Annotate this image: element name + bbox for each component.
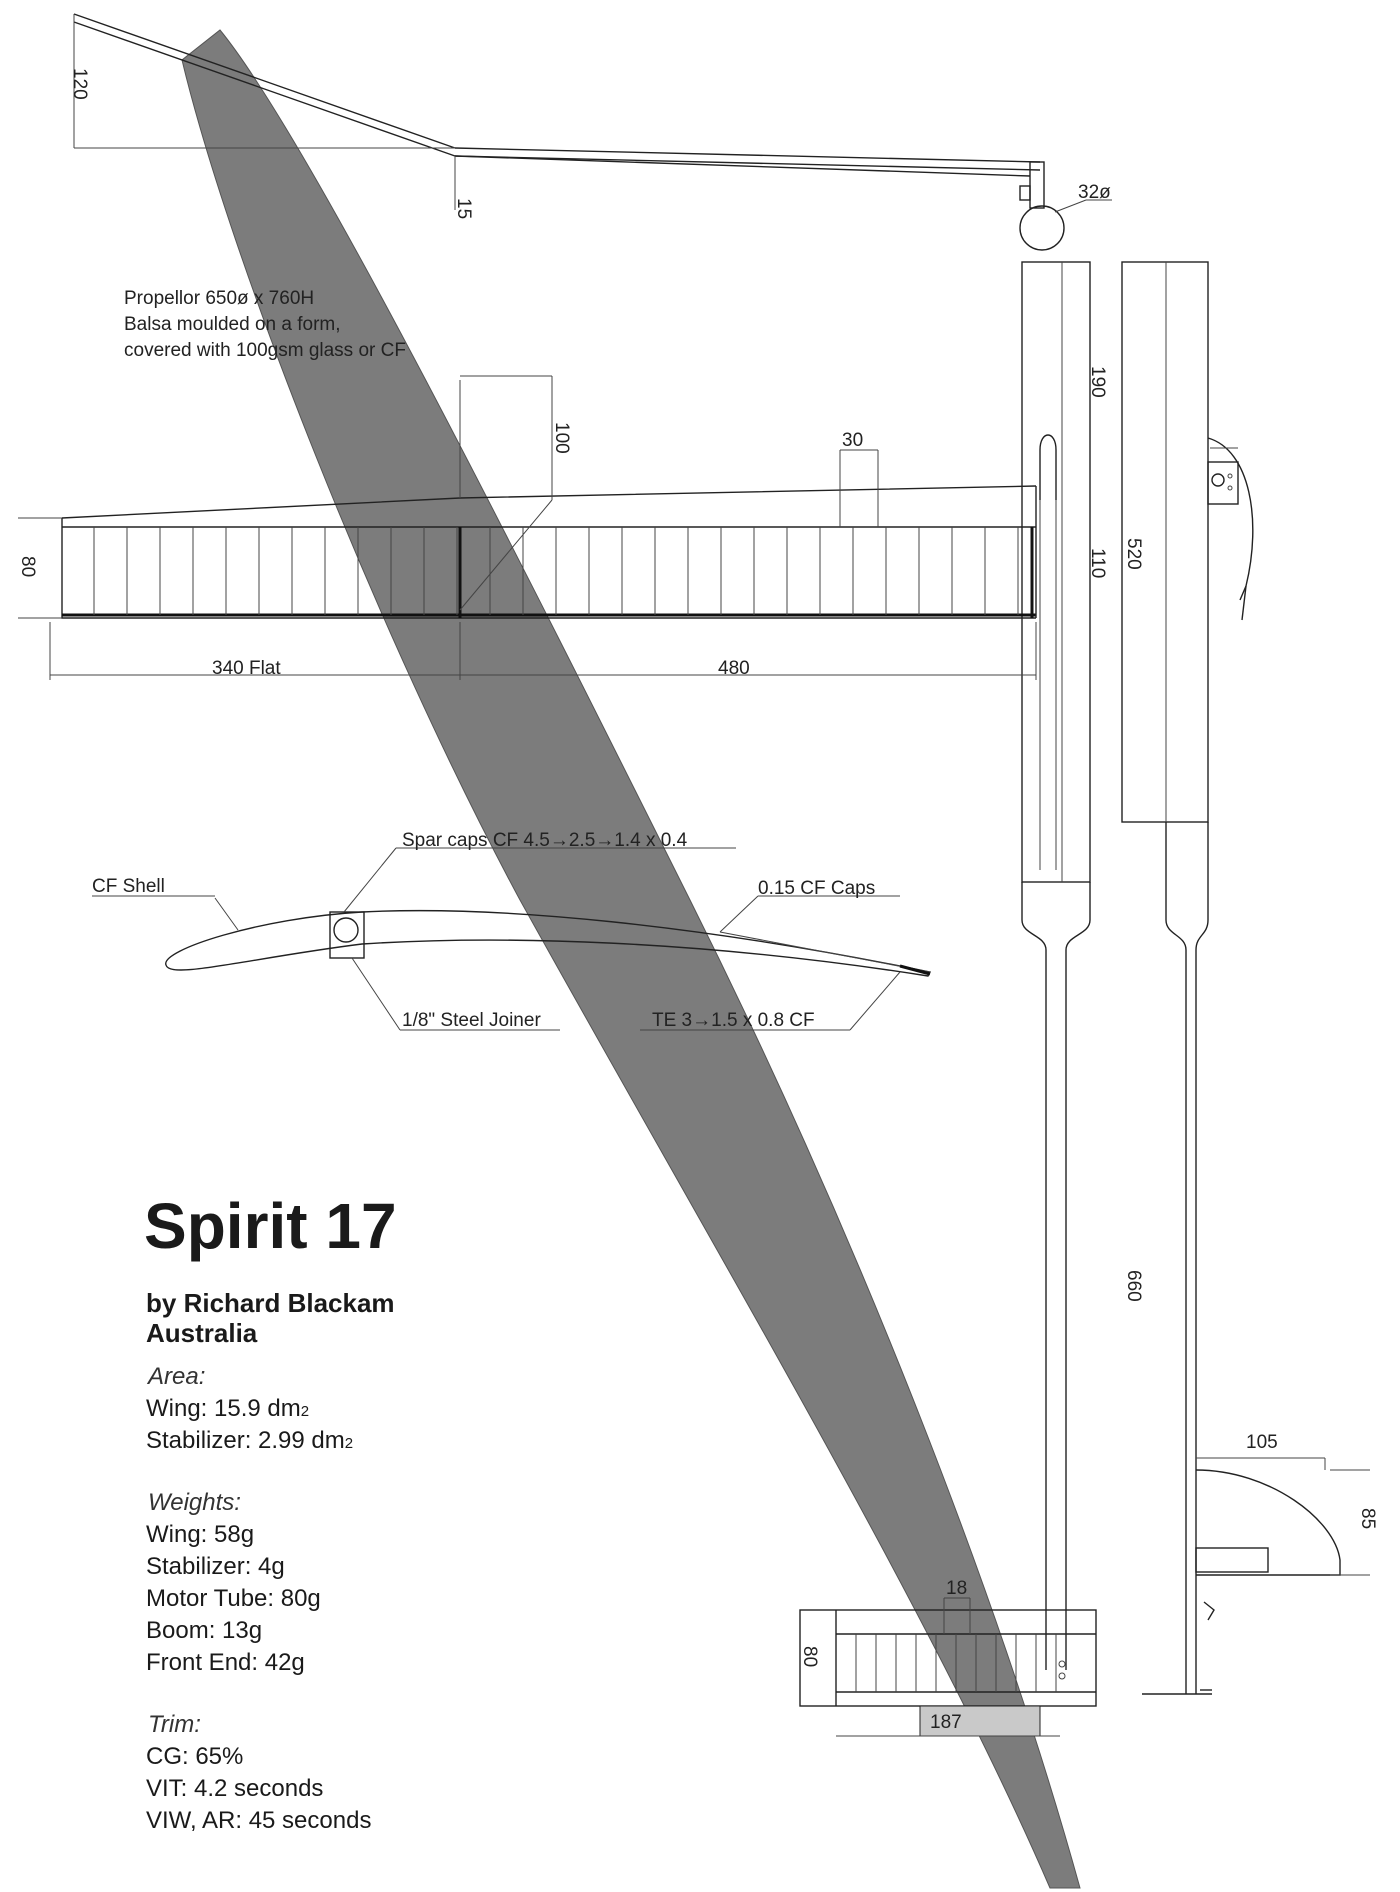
spec-weight-stab: Stabilizer: 4g <box>146 1553 285 1580</box>
spec-viw: VIW, AR: 45 seconds <box>146 1807 371 1834</box>
dim-480: 480 <box>718 658 750 679</box>
page-title: Spirit 17 <box>144 1190 397 1262</box>
dim-105: 105 <box>1246 1432 1278 1453</box>
author-byline: by Richard Blackam <box>146 1288 395 1318</box>
stabilizer-planform <box>799 1597 1097 1737</box>
weights-heading: Weights: <box>148 1489 241 1516</box>
wing-ribs <box>93 527 1019 615</box>
dim-32: 32ø <box>1078 182 1111 203</box>
dim-110: 110 <box>1087 548 1108 578</box>
motor-tube-top-view <box>1021 261 1091 1670</box>
trim-heading: Trim: <box>148 1711 201 1738</box>
fuselage-side-view <box>1121 261 1370 1695</box>
dim-120: 120 <box>69 68 90 100</box>
wing-airfoil-section <box>92 847 932 1031</box>
label-cf-caps: 0.15 CF Caps <box>758 878 875 899</box>
spec-stab-area: Stabilizer: 2.99 dm2 <box>146 1427 353 1454</box>
wing-planform <box>18 375 1037 680</box>
label-te: TE 3→1.5 x 0.8 CF <box>652 1010 815 1031</box>
dim-660: 660 <box>1123 1270 1144 1302</box>
dim-15: 15 <box>453 198 474 219</box>
spec-cg: CG: 65% <box>146 1743 243 1770</box>
propeller-blade-shape <box>181 29 1081 1889</box>
front-end-side-view <box>73 13 1112 251</box>
label-cf-shell: CF Shell <box>92 876 165 897</box>
dim-18: 18 <box>946 1578 967 1599</box>
spec-weight-front: Front End: 42g <box>146 1649 305 1676</box>
dim-190: 190 <box>1087 366 1108 398</box>
author-country: Australia <box>146 1318 258 1348</box>
propeller-note-line1: Propellor 650ø x 760H <box>124 288 314 309</box>
label-spar-caps: Spar caps CF 4.5→2.5→1.4 x 0.4 <box>402 830 688 851</box>
dim-30: 30 <box>842 430 863 451</box>
dim-85: 85 <box>1357 1508 1378 1529</box>
dim-187: 187 <box>930 1712 962 1733</box>
spec-weight-wing: Wing: 58g <box>146 1521 254 1548</box>
dim-100: 100 <box>551 422 572 454</box>
propeller-note-line3: covered with 100gsm glass or CF <box>124 340 406 361</box>
propeller-note-line2: Balsa moulded on a form, <box>124 314 341 335</box>
spec-vit: VIT: 4.2 seconds <box>146 1775 323 1802</box>
area-heading: Area: <box>146 1363 205 1390</box>
spec-wing-area: Wing: 15.9 dm2 <box>146 1395 309 1422</box>
dim-520: 520 <box>1123 538 1144 570</box>
stabilizer-ribs <box>855 1634 1057 1692</box>
spec-weight-motor: Motor Tube: 80g <box>146 1585 321 1612</box>
spec-weight-boom: Boom: 13g <box>146 1617 262 1644</box>
dim-80-stab: 80 <box>799 1646 820 1667</box>
dim-340-flat: 340 Flat <box>212 658 281 679</box>
label-steel-joiner: 1/8" Steel Joiner <box>402 1010 541 1031</box>
dim-80-wing: 80 <box>17 556 38 577</box>
